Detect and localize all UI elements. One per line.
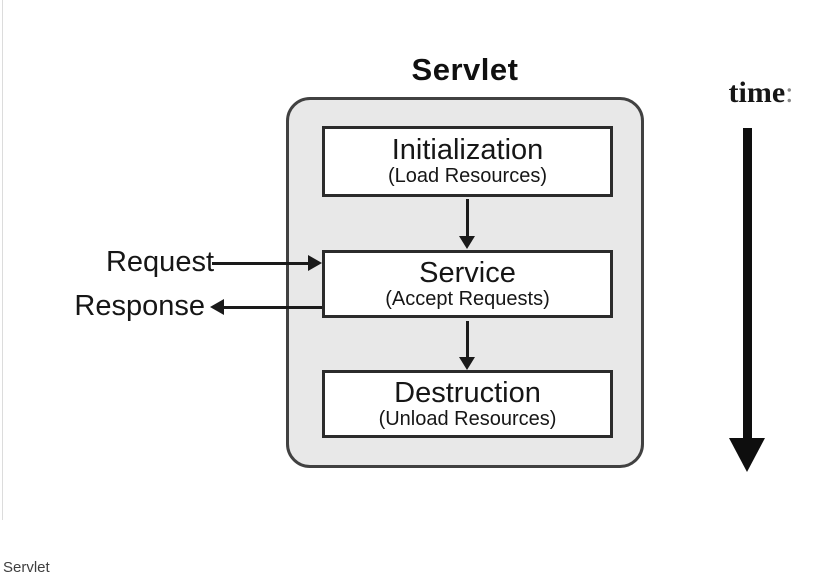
arrow-init-to-service	[466, 199, 469, 237]
arrow-response-out	[224, 306, 322, 309]
initialization-sublabel: (Load Resources)	[388, 165, 547, 188]
time-colon: :	[785, 76, 794, 109]
time-text: time	[728, 76, 786, 109]
initialization-box: Initialization (Load Resources)	[322, 126, 613, 197]
destruction-label: Destruction	[394, 376, 541, 409]
service-sublabel: (Accept Requests)	[385, 287, 550, 310]
content-left-border	[2, 0, 3, 520]
diagram-title: Servlet	[411, 52, 519, 87]
arrow-left-icon	[210, 299, 224, 315]
arrow-down-icon	[729, 438, 765, 472]
destruction-box: Destruction (Unload Resources)	[322, 370, 613, 438]
figure-caption: Servlet	[3, 559, 50, 576]
service-box: Service (Accept Requests)	[322, 250, 613, 318]
arrow-right-icon	[308, 255, 322, 271]
service-label: Service	[419, 256, 516, 289]
arrow-down-icon	[459, 236, 475, 249]
arrow-service-to-destruction	[466, 321, 469, 358]
arrow-request-in	[212, 262, 310, 265]
request-label: Request	[105, 246, 214, 278]
time-axis-label: time:	[715, 76, 807, 110]
time-axis-arrow	[743, 128, 752, 439]
destruction-sublabel: (Unload Resources)	[378, 407, 557, 430]
arrow-down-icon	[459, 357, 475, 370]
response-label: Response	[74, 290, 205, 322]
initialization-label: Initialization	[391, 134, 544, 167]
